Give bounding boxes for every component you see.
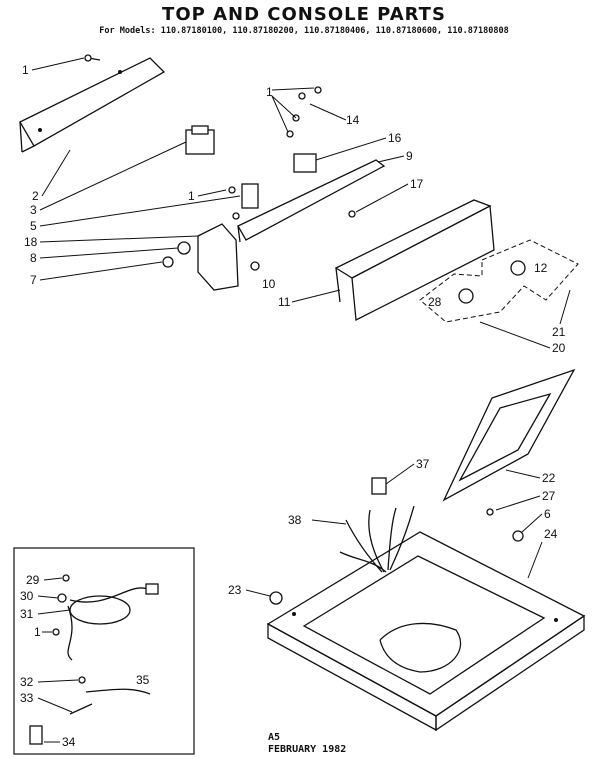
label-3: 3	[30, 203, 37, 217]
wiring-harness-part-38	[339, 505, 462, 673]
label-23: 23	[228, 583, 242, 597]
label-35: 35	[136, 673, 150, 687]
page-title: TOP AND CONSOLE PARTS	[162, 4, 446, 25]
label-18: 18	[24, 235, 38, 249]
model-list: For Models: 110.87180100, 110.87180200, …	[99, 26, 509, 36]
bumper-part-6	[512, 530, 524, 542]
label-31: 31	[20, 607, 34, 621]
label-38: 38	[288, 513, 302, 527]
label-6: 6	[544, 507, 551, 521]
console-back-panel	[19, 57, 166, 153]
bumper-part-23	[269, 591, 283, 605]
footer-code: A5	[268, 732, 281, 743]
label-27: 27	[542, 489, 556, 503]
outline-part-20-21	[419, 239, 579, 323]
knob-part-7	[162, 256, 174, 268]
label-10: 10	[262, 277, 276, 291]
label-14: 14	[346, 113, 360, 127]
label-33: 33	[20, 691, 34, 705]
rail-part-9	[237, 159, 386, 243]
knob-part-8	[177, 241, 191, 255]
label-32: 32	[20, 675, 34, 689]
screw-part-27	[486, 508, 494, 516]
bracket-part-16	[293, 153, 317, 173]
label-28: 28	[428, 295, 442, 309]
control-housing-part-18	[197, 223, 239, 291]
label-1b: 1	[188, 189, 195, 203]
label-8: 8	[30, 251, 37, 265]
label-29: 29	[26, 573, 40, 587]
label-22: 22	[542, 471, 556, 485]
label-1d: 1	[34, 625, 41, 639]
screw-part-10	[250, 261, 260, 271]
footer-date: FEBRUARY 1982	[268, 744, 347, 755]
footer: A5 FEBRUARY 1982	[268, 732, 346, 756]
lid-part-22	[442, 368, 576, 502]
label-5: 5	[30, 219, 37, 233]
top-part-24	[266, 531, 586, 732]
label-17: 17	[410, 177, 424, 191]
label-11: 11	[278, 295, 291, 309]
label-2: 2	[32, 189, 39, 203]
label-16: 16	[388, 131, 402, 145]
label-20: 20	[552, 341, 566, 355]
screw-part-1	[84, 54, 101, 62]
label-21: 21	[552, 325, 566, 339]
label-30: 30	[20, 589, 34, 603]
clip-part-5	[241, 183, 259, 209]
label-34: 34	[62, 735, 76, 749]
knob-part-12	[510, 260, 526, 276]
callout-labels: 1 2 3 5 18 8 7 1 1 14 16 9 17 10 11 12 2…	[20, 57, 571, 749]
switch-part-3	[185, 125, 215, 155]
label-37: 37	[416, 457, 430, 471]
label-1c: 1	[266, 85, 273, 99]
console-part-11	[334, 199, 495, 322]
label-9: 9	[406, 149, 413, 163]
label-24: 24	[544, 527, 558, 541]
connector-part-37	[371, 477, 387, 495]
power-cord-inset	[13, 547, 195, 755]
knob-part-28	[458, 288, 474, 304]
label-1a: 1	[22, 63, 29, 77]
label-7: 7	[30, 273, 37, 287]
label-12: 12	[534, 261, 548, 275]
